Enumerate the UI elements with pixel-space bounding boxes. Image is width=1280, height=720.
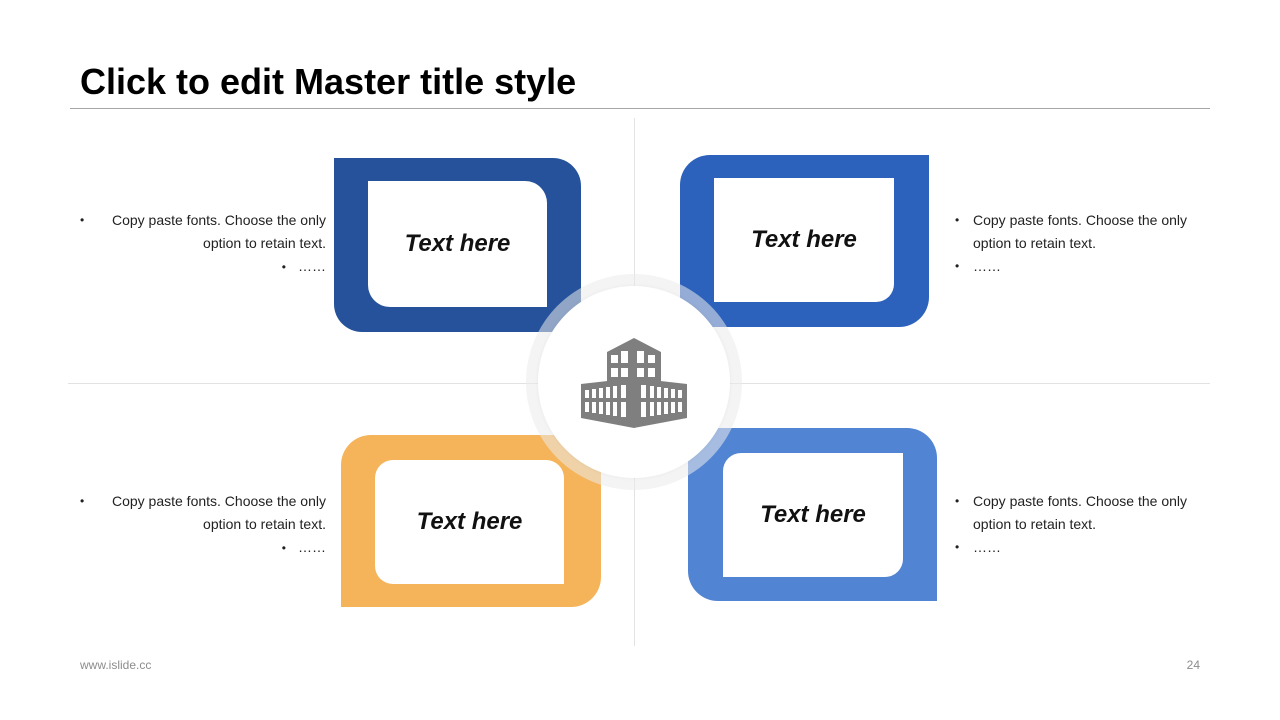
building-icon xyxy=(581,338,687,428)
card-label: Text here xyxy=(404,230,511,257)
bullet-block-bottom-left[interactable]: Copy paste fonts. Choose the only option… xyxy=(76,490,326,560)
bullet-item: Copy paste fonts. Choose the only option… xyxy=(951,490,1201,536)
bullet-item: Copy paste fonts. Choose the only option… xyxy=(76,209,326,255)
bullet-item: …… xyxy=(951,255,1201,278)
card-bottom-left[interactable]: Text here xyxy=(341,435,601,607)
card-label: Text here xyxy=(416,508,523,535)
card-top-right[interactable]: Text here xyxy=(680,155,929,327)
bullet-block-bottom-right[interactable]: Copy paste fonts. Choose the only option… xyxy=(951,490,1201,559)
card-text-box[interactable]: Text here xyxy=(375,460,564,584)
card-text-box[interactable]: Text here xyxy=(368,181,547,307)
bullet-item: …… xyxy=(951,536,1201,559)
bullet-item: Copy paste fonts. Choose the only option… xyxy=(951,209,1201,255)
center-hub[interactable] xyxy=(538,286,730,478)
bullet-block-top-right[interactable]: Copy paste fonts. Choose the only option… xyxy=(951,209,1201,278)
bullet-item: Copy paste fonts. Choose the only option… xyxy=(76,490,326,536)
card-bottom-right[interactable]: Text here xyxy=(688,428,937,601)
bullet-block-top-left[interactable]: Copy paste fonts. Choose the only option… xyxy=(76,209,326,279)
card-text-box[interactable]: Text here xyxy=(714,178,894,302)
bullet-item: …… xyxy=(76,536,326,560)
card-label: Text here xyxy=(760,501,866,528)
card-text-box[interactable]: Text here xyxy=(723,453,903,577)
card-top-left[interactable]: Text here xyxy=(334,158,581,332)
slide-title[interactable]: Click to edit Master title style xyxy=(80,61,577,102)
page-number: 24 xyxy=(1186,658,1200,672)
footer-url: www.islide.cc xyxy=(80,658,152,672)
title-underline xyxy=(70,108,1210,109)
card-label: Text here xyxy=(751,226,857,253)
bullet-item: …… xyxy=(76,255,326,279)
